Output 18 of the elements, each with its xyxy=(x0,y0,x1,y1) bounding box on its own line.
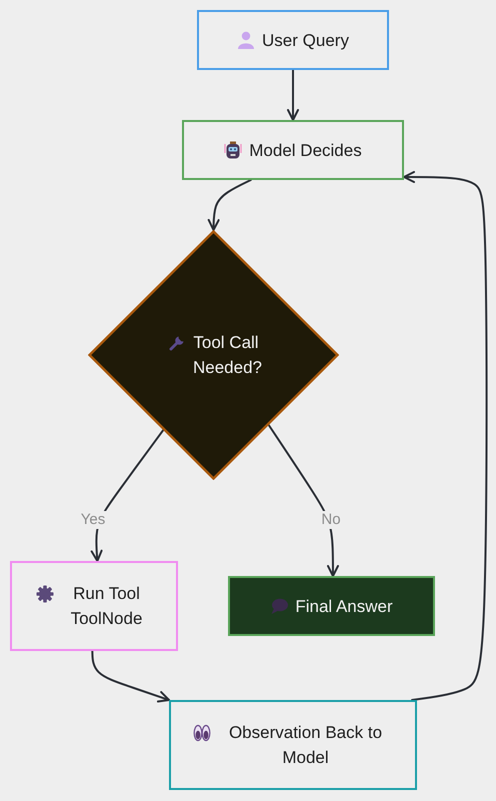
node-text: Model Decides xyxy=(249,140,362,162)
arrow xyxy=(403,171,488,701)
process-box xyxy=(197,10,389,70)
arrow xyxy=(268,424,339,577)
arrow xyxy=(91,650,170,702)
arrow xyxy=(208,179,252,231)
arrow xyxy=(90,429,164,562)
process-box xyxy=(182,120,404,180)
node-text: Tool Call Needed? xyxy=(193,332,259,379)
end-box xyxy=(228,576,435,636)
node-text: User Query xyxy=(262,30,349,52)
process-box xyxy=(10,561,178,651)
node-text: Final Answer xyxy=(295,596,393,618)
decision-diamond xyxy=(88,230,339,480)
node-text: Run Tool ToolNode xyxy=(70,583,144,630)
node-text: Observation Back to Model xyxy=(228,722,384,769)
arrow xyxy=(287,69,299,121)
process-box xyxy=(169,700,417,790)
